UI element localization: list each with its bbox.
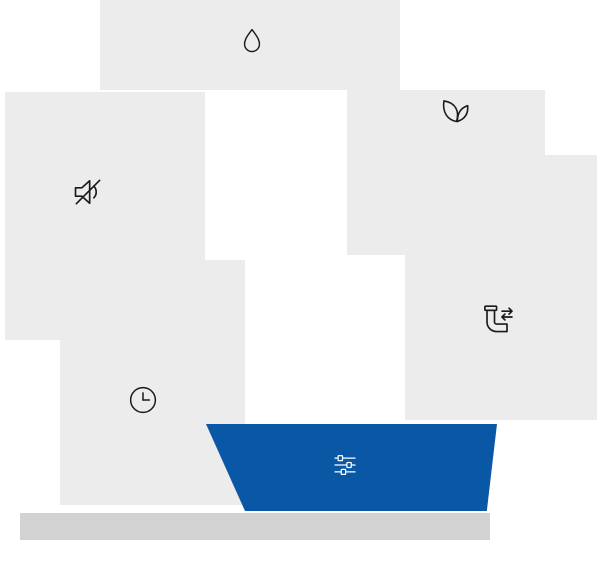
tile-water: [100, 0, 400, 90]
sliders-icon: [330, 450, 360, 480]
tile-time: [60, 260, 245, 505]
hose-connect-icon: [477, 302, 517, 342]
clock-icon: [125, 382, 161, 418]
water-drop-icon: [235, 25, 269, 59]
tile-connect: [405, 155, 597, 420]
leaf-icon: [436, 93, 474, 131]
base-bar: [20, 513, 490, 540]
speaker-muted-icon: [68, 172, 108, 212]
